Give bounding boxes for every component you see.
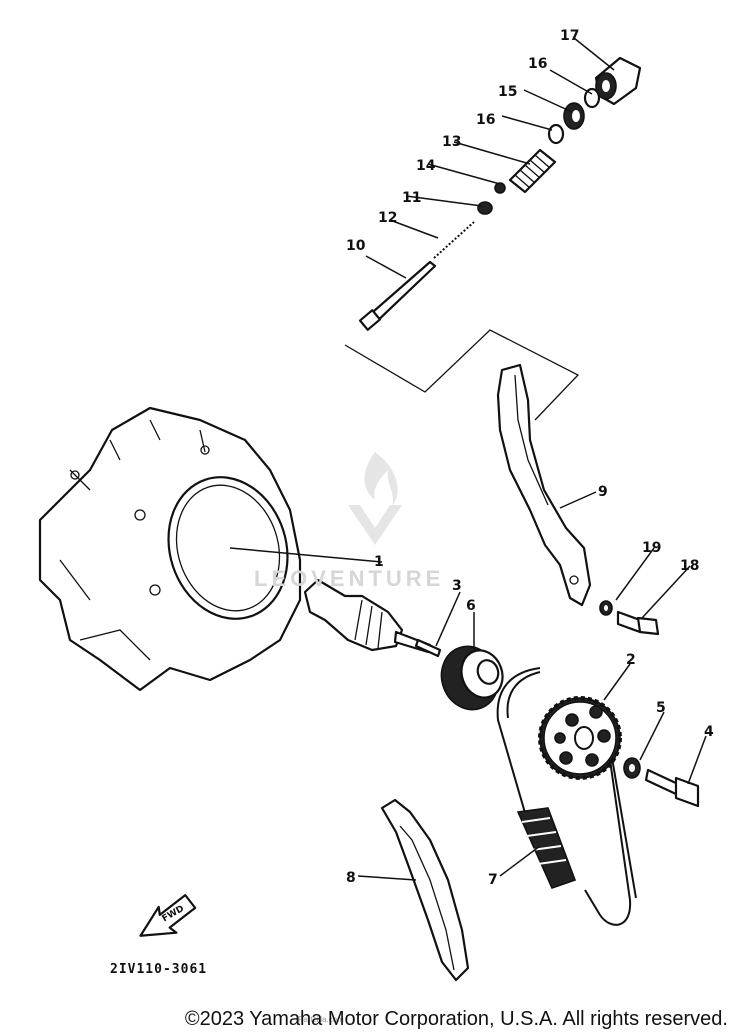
cam-sprocket: [538, 696, 622, 780]
bearing: [440, 645, 504, 711]
callout-16-lower: 16: [476, 112, 495, 128]
callout-13: 13: [442, 134, 461, 150]
callout-12: 12: [378, 210, 397, 226]
o-ring-16-lower: [547, 123, 565, 145]
callout-18: 18: [680, 558, 699, 574]
bearing-15: [563, 102, 585, 130]
leader-lines: [229, 37, 707, 881]
fwd-arrow-marker: FWD: [139, 894, 197, 937]
callout-14: 14: [416, 158, 436, 174]
pin: [414, 638, 442, 658]
callout-3: 3: [452, 578, 462, 594]
callout-4: 4: [704, 724, 714, 740]
callout-7: 7: [488, 872, 498, 888]
tensioner-spring-large: [508, 148, 557, 194]
watermark-logo: [348, 452, 402, 545]
cam-chain: [496, 667, 637, 926]
watermark-small-text: Partzilla.com: [298, 1015, 344, 1024]
camshaft: [303, 578, 432, 654]
tensioner-rod: [358, 260, 437, 331]
o-ring-16-upper: [583, 87, 601, 109]
tensioner-spring-small: [433, 221, 475, 259]
callout-9: 9: [598, 484, 608, 500]
callout-labels: 1 2 3 4 5 6 7 8 9 10 11 12 13 14 15 16 1…: [346, 28, 714, 888]
callout-10: 10: [346, 238, 366, 254]
callout-15: 15: [498, 84, 517, 100]
tensioner-ball: [494, 182, 506, 194]
mounting-reference-line: [344, 329, 580, 421]
callout-2: 2: [626, 652, 636, 668]
washer-5: [623, 757, 641, 779]
copyright-footer: ©2023 Yamaha Motor Corporation, U.S.A. A…: [0, 1008, 750, 1031]
callout-17: 17: [560, 28, 579, 44]
drawing-code: 2IV110-3061: [110, 962, 208, 977]
copyright-text: ©2023 Yamaha Motor Corporation, U.S.A. A…: [184, 1008, 728, 1030]
callout-6: 6: [466, 598, 476, 614]
callout-5: 5: [656, 700, 666, 716]
bolt-18: [616, 610, 660, 636]
callout-1: 1: [374, 554, 384, 570]
tensioner-nut: [477, 201, 493, 215]
tensioner-cap: [594, 56, 642, 106]
tensioner-guide: [496, 363, 592, 607]
watermark-text: LEOVENTURE: [254, 566, 445, 591]
callout-11: 11: [402, 190, 421, 206]
callout-16-upper: 16: [528, 56, 547, 72]
callout-8: 8: [346, 870, 356, 886]
washer-19: [599, 600, 613, 616]
cylinder-head: [38, 406, 302, 692]
callout-19: 19: [642, 540, 661, 556]
bolt-4: [644, 768, 700, 808]
chain-guide: [380, 798, 470, 982]
